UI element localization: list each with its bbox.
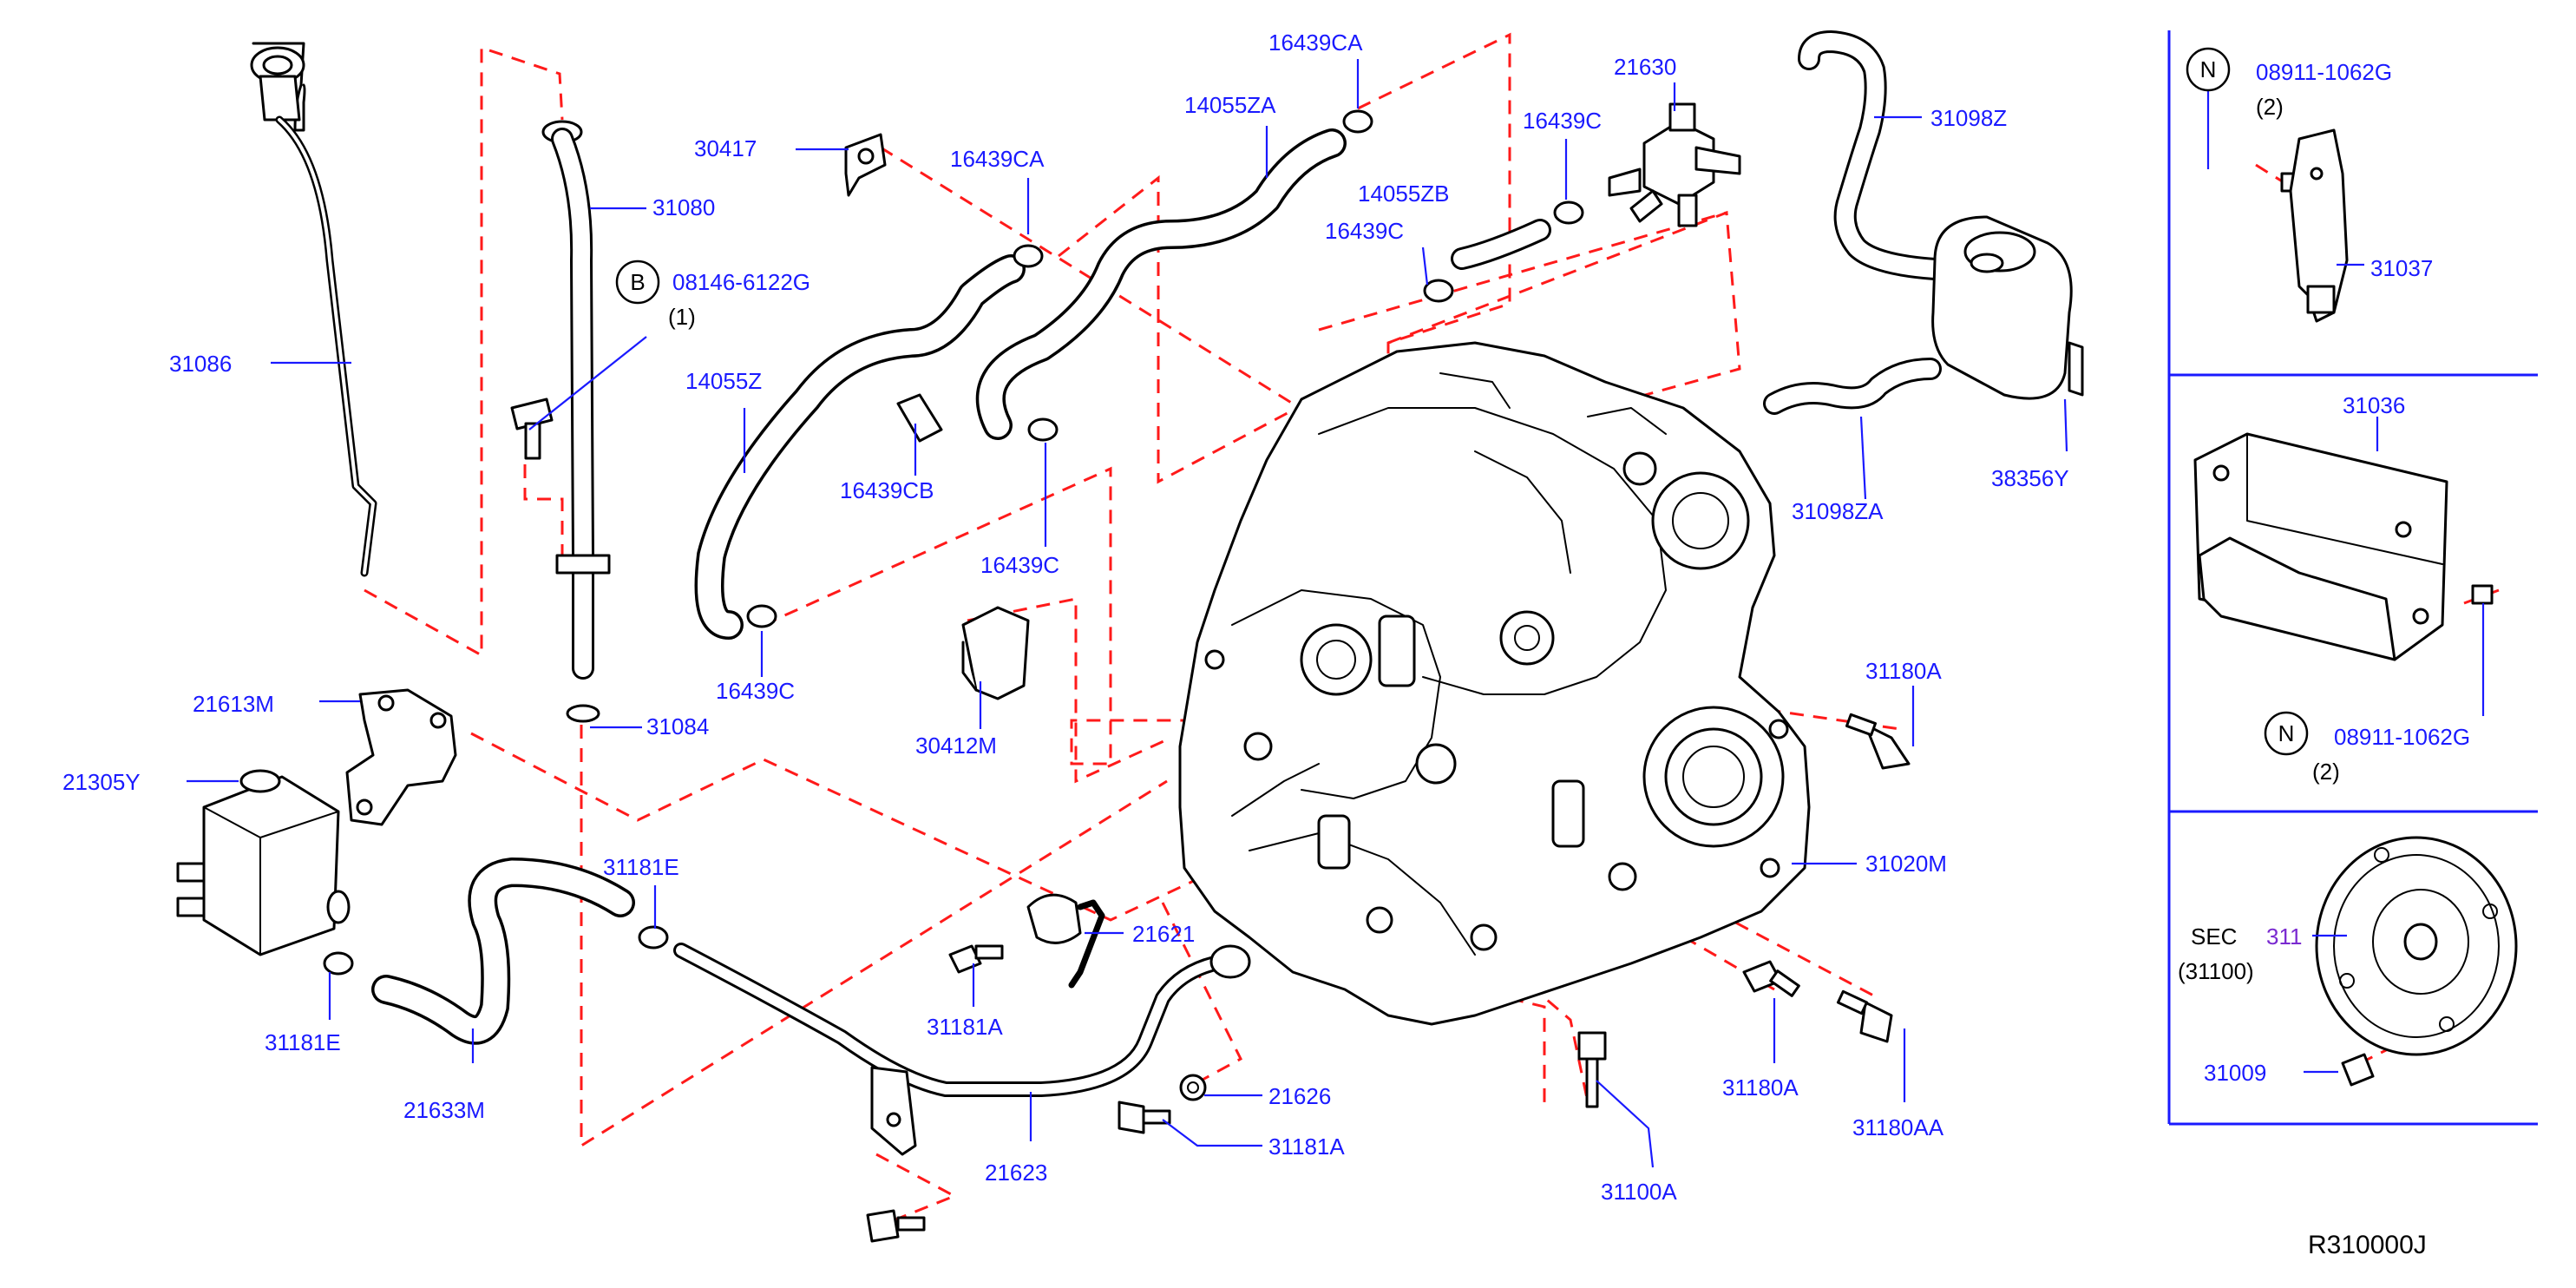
label-16439ca-a: 16439CA (950, 146, 1045, 172)
oil-cooler-21305y (176, 769, 351, 956)
label-31020m: 31020M (1865, 851, 1947, 877)
label-16439c-a: 16439C (980, 552, 1059, 578)
breather-hose-31098z (1798, 30, 1946, 280)
label-sec-ref: (31100) (2178, 958, 2254, 984)
symbol-nut-n-bottom: N (2264, 711, 2309, 756)
clip-16439cb (896, 393, 943, 443)
bracket-21613m (345, 688, 457, 826)
bracket-31037 (2289, 128, 2349, 323)
label-31180a-a: 31180A (1865, 658, 1942, 684)
label-21626: 21626 (1268, 1083, 1331, 1109)
label-38356y: 38356Y (1991, 465, 2069, 491)
label-qty-n-b: (2) (2312, 759, 2340, 785)
label-08146-6122g: 08146-6122G (672, 269, 810, 295)
label-31100a: 31100A (1601, 1179, 1677, 1205)
symbol-bolt-b: B (615, 260, 660, 305)
label-14055za: 14055ZA (1184, 92, 1276, 118)
bolt-symbol-letter: B (630, 269, 645, 295)
label-21305y: 21305Y (62, 769, 141, 795)
label-08911-1062g-a: 08911-1062G (2256, 59, 2392, 85)
label-31036: 31036 (2343, 392, 2405, 418)
label-16439c-b: 16439C (716, 678, 795, 704)
label-31181a-b: 31181A (1268, 1134, 1345, 1160)
transmission-housing-31020m (1178, 341, 1811, 1026)
union-21621 (1026, 893, 1105, 989)
breather-canister (1931, 215, 2084, 400)
torque-converter (2315, 836, 2518, 1056)
bracket-30412m (961, 606, 1030, 700)
cover-31036 (2193, 432, 2448, 661)
leader-lines (187, 59, 2485, 1168)
label-31181e-b: 31181E (265, 1029, 341, 1055)
label-21633m: 21633M (403, 1097, 485, 1123)
label-14055zb: 14055ZB (1358, 181, 1450, 207)
label-31098z: 31098Z (1930, 105, 2007, 131)
label-31180a-b: 31180A (1722, 1074, 1799, 1101)
hose-14055za (975, 128, 1347, 440)
label-31180aa: 31180AA (1852, 1114, 1944, 1140)
label-21613m: 21613M (193, 691, 274, 717)
oil-filler-tube (541, 120, 611, 723)
dipstick (250, 42, 377, 577)
bolt-08146 (510, 398, 554, 460)
breather-hose-31098za (1763, 358, 1942, 415)
nut-symbol-letter: N (2278, 720, 2295, 746)
label-08911-1062g-b: 08911-1062G (2334, 724, 2470, 750)
label-16439cb: 16439CB (840, 477, 934, 503)
label-14055z: 14055Z (685, 368, 762, 394)
label-16439c-d: 16439C (1523, 108, 1602, 134)
hose-14055zb (1451, 219, 1551, 270)
hose-clamps (323, 109, 1584, 976)
label-31080: 31080 (652, 194, 715, 220)
clip-30417 (844, 133, 887, 197)
label-sec-number: 311 (2266, 923, 2302, 950)
label-31086: 31086 (169, 351, 232, 377)
label-30417: 30417 (694, 135, 757, 161)
label-31084: 31084 (646, 713, 709, 739)
tube-21623 (673, 943, 1251, 1156)
nut-symbol-letter: N (2200, 56, 2217, 82)
diagram-code: R310000J (2308, 1231, 2427, 1259)
part-labels: 31086 31080 08146-6122G (1) 31084 30417 … (62, 30, 2470, 1259)
hose-21633m (371, 858, 635, 1045)
label-31181e-a: 31181E (603, 854, 679, 880)
label-qty-b: (1) (668, 304, 696, 330)
label-30412m: 30412M (915, 733, 997, 759)
hose-14055z (694, 254, 1026, 640)
label-21630: 21630 (1614, 54, 1676, 80)
label-31009: 31009 (2204, 1060, 2266, 1086)
symbol-nut-n-top: N (2186, 47, 2231, 92)
label-31037: 31037 (2370, 255, 2433, 281)
label-31181a-a: 31181A (927, 1014, 1003, 1040)
label-qty-n-a: (2) (2256, 94, 2284, 120)
valve-21630 (1608, 102, 1741, 227)
label-31098za: 31098ZA (1792, 498, 1884, 524)
label-16439ca-b: 16439CA (1268, 30, 1363, 56)
label-16439c-c: 16439C (1325, 218, 1404, 244)
label-21621: 21621 (1132, 921, 1195, 947)
label-21623: 21623 (985, 1160, 1047, 1186)
label-sec: SEC (2191, 923, 2237, 950)
inset-panel-frames (2167, 30, 2538, 1126)
